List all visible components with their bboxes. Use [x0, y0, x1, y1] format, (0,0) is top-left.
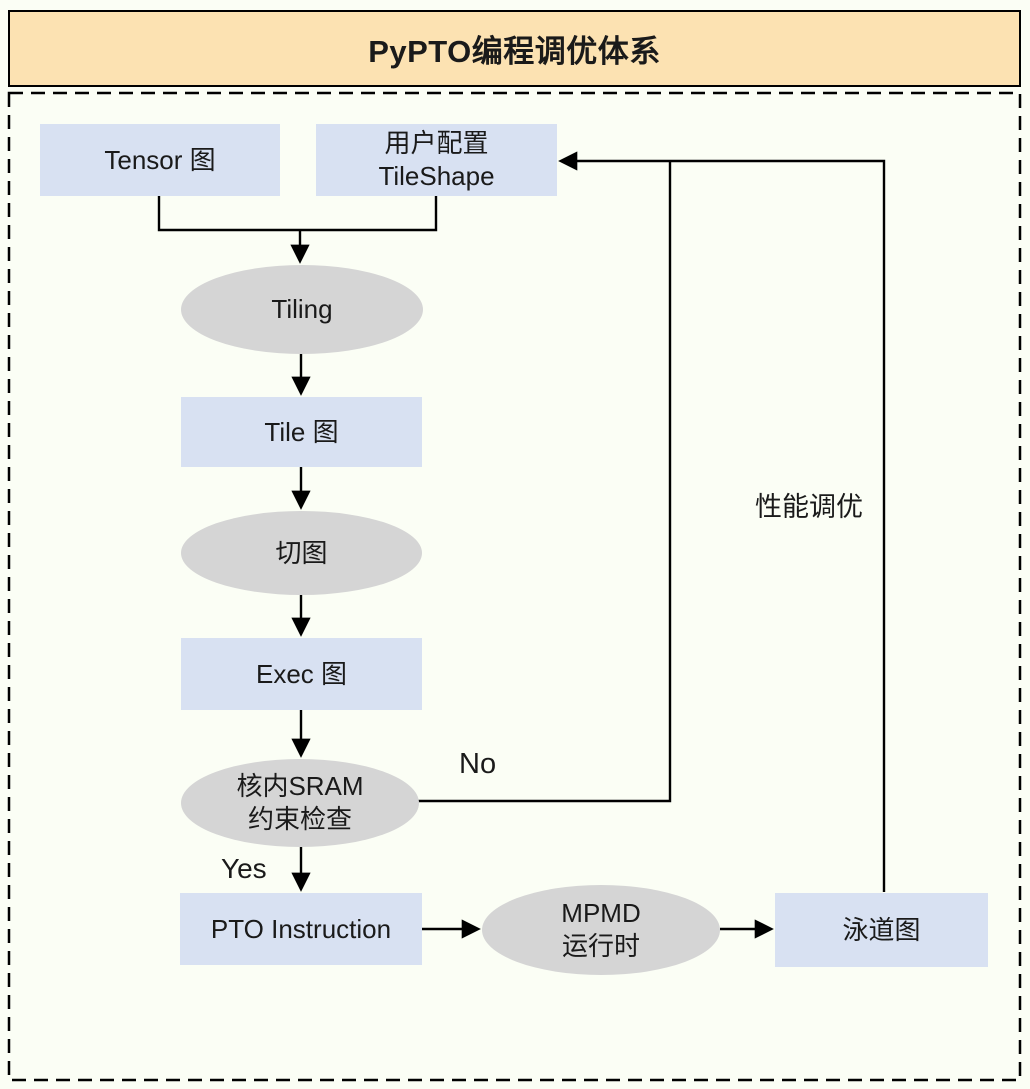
node-mpmd-runtime-line1: MPMD: [561, 898, 641, 928]
node-tiling-label: Tiling: [271, 294, 333, 324]
edge-label-no: No: [459, 748, 497, 780]
node-swimlane-graph-label: 泳道图: [842, 914, 921, 945]
node-sram-check-line2: 约束检查: [247, 804, 352, 834]
node-tile-graph-label: Tile 图: [264, 416, 339, 447]
node-user-config: 用户配置 TileShape: [316, 124, 557, 196]
node-swimlane-graph: 泳道图: [775, 893, 988, 967]
node-pto-instruction-label: PTO Instruction: [210, 913, 392, 944]
node-mpmd-runtime-line2: 运行时: [561, 931, 640, 961]
edge-merge-junction: [157, 196, 438, 232]
edge-sram-no-loop: [417, 161, 672, 803]
dashed-frame: [7, 91, 1022, 1082]
node-exec-graph: Exec 图: [181, 638, 422, 710]
node-tensor-graph-label: Tensor 图: [104, 144, 216, 175]
node-slice-graph: 切图: [181, 511, 422, 595]
node-slice-graph-label: 切图: [275, 537, 328, 568]
node-user-config-line2: TileShape: [378, 161, 495, 191]
node-tile-graph: Tile 图: [181, 397, 422, 467]
node-user-config-line1: 用户配置: [384, 128, 489, 158]
edge-swimlane-feedback: [558, 151, 886, 892]
edge-label-yes: Yes: [221, 853, 267, 884]
edge-label-performance-tuning: 性能调优: [755, 492, 863, 522]
node-sram-check-line1: 核内SRAM: [236, 771, 364, 801]
node-tiling: Tiling: [181, 265, 423, 354]
node-mpmd-runtime: MPMD 运行时: [482, 885, 720, 975]
node-pto-instruction: PTO Instruction: [180, 893, 422, 965]
title-banner: PyPTO编程调优体系: [8, 10, 1021, 87]
node-tensor-graph: Tensor 图: [40, 124, 280, 196]
page-title: PyPTO编程调优体系: [368, 34, 661, 69]
node-exec-graph-label: Exec 图: [255, 658, 348, 689]
node-sram-check: 核内SRAM 约束检查: [181, 759, 419, 847]
